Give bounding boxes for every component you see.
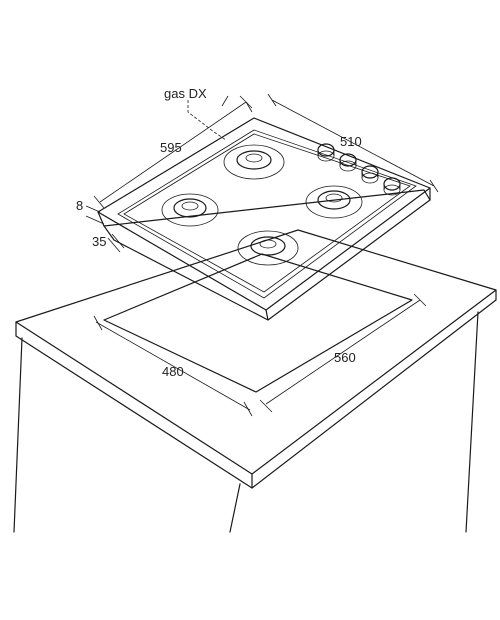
dimension-hob-width (267, 93, 439, 193)
gas-connection-label: gas DX (164, 86, 207, 101)
hob-width-label: 510 (340, 134, 362, 149)
cutout-depth-label: 480 (162, 364, 184, 379)
control-knobs (317, 143, 401, 196)
countertop (15, 229, 497, 489)
knob-icon (383, 177, 401, 196)
dimension-hob-depth (93, 95, 253, 209)
cutout-offset-label: 35 (92, 234, 106, 249)
burner-left (161, 193, 219, 227)
hob-thickness-label: 8 (76, 198, 83, 213)
burner-right (305, 185, 363, 219)
dimension-cutout-offset (107, 233, 125, 253)
burner-front (237, 230, 299, 266)
cabinet (13, 311, 479, 533)
knob-icon (317, 143, 335, 162)
cutout-width-label: 560 (334, 350, 356, 365)
dimension-cutout-width (259, 293, 427, 413)
burner-rear (223, 144, 285, 180)
knob-icon (339, 153, 357, 172)
cutout (103, 253, 413, 393)
dimension-cutout-depth (93, 315, 253, 417)
hob-depth-label: 595 (160, 140, 182, 155)
dimension-hob-thickness (85, 205, 105, 225)
knob-icon (361, 165, 379, 184)
gas-connection-leader (187, 95, 229, 141)
hob (97, 117, 431, 321)
